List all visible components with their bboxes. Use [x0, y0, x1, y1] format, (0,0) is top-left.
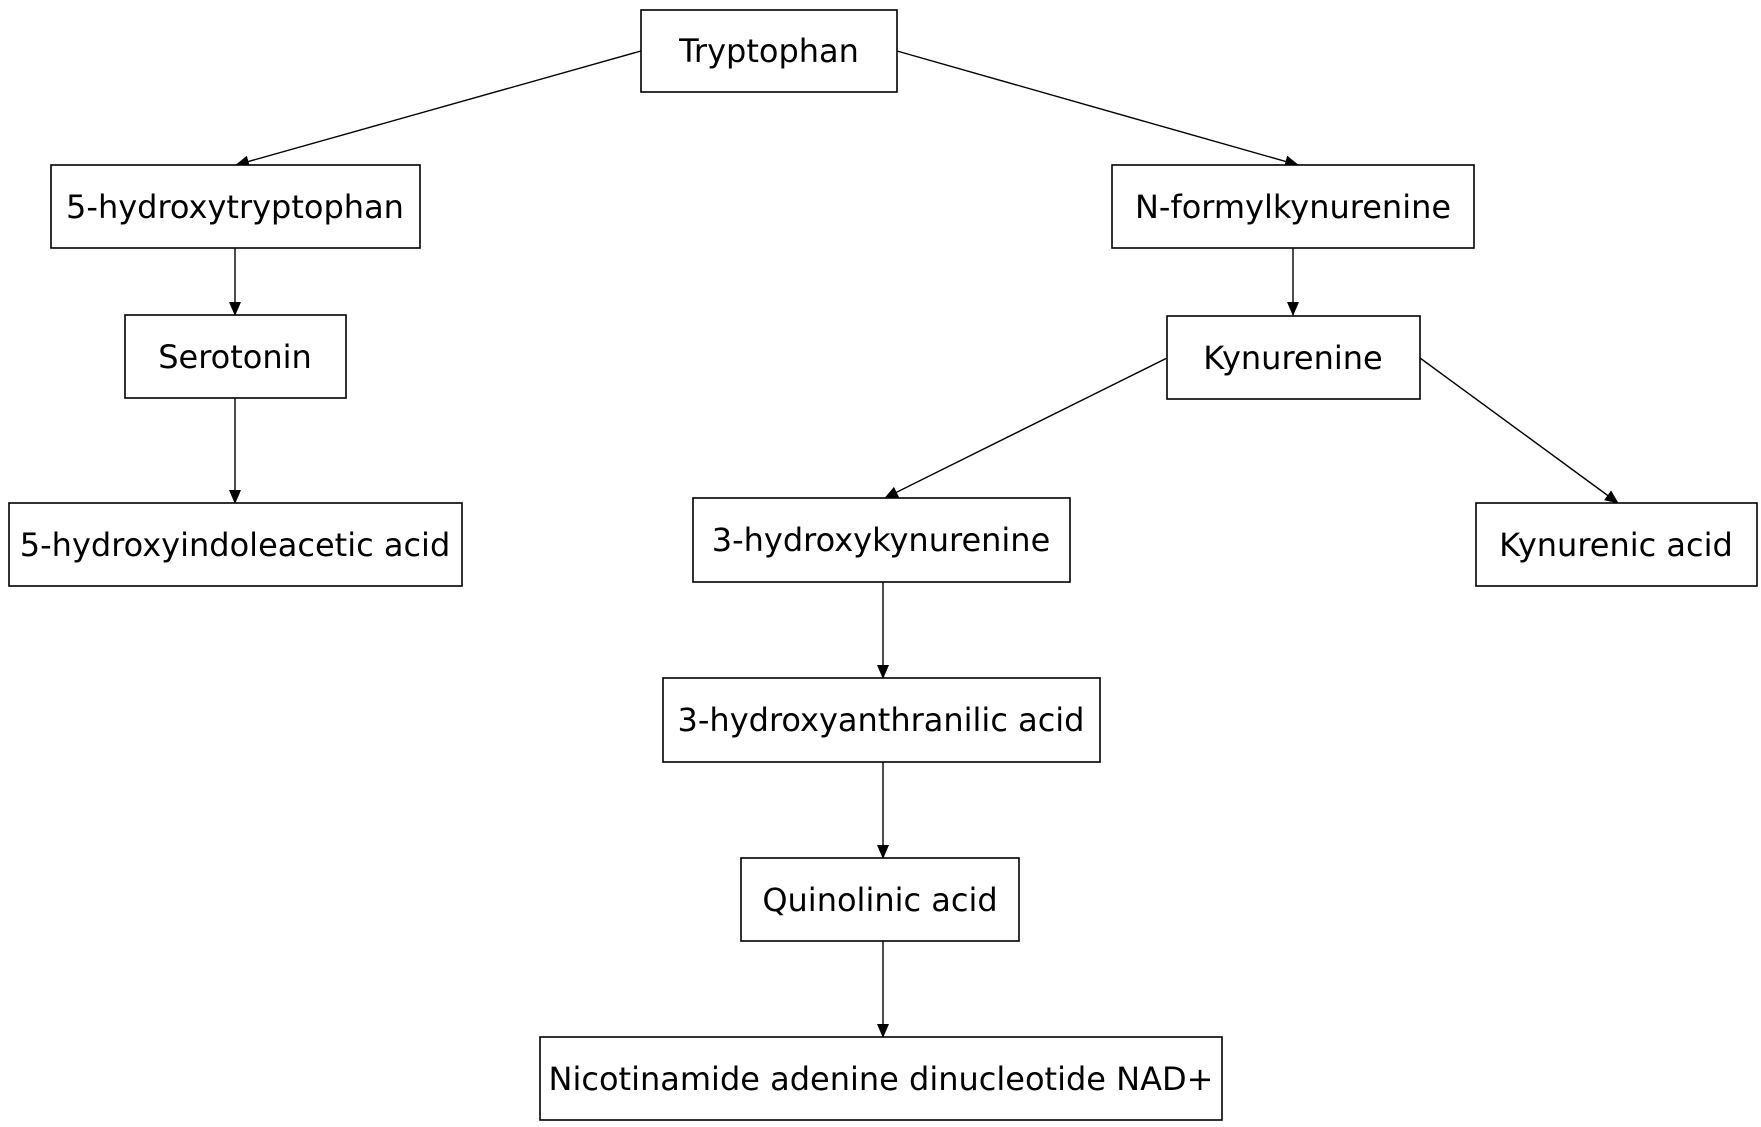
edges-group [229, 50, 1619, 1038]
node-kynurenine: Kynurenine [1166, 315, 1421, 400]
node-3-hydroxykynurenine: 3-hydroxykynurenine [692, 497, 1071, 583]
node-n-formylkynurenine-label: N-formylkynurenine [1135, 188, 1451, 226]
node-3-hydroxyanthranilic-acid-label: 3-hydroxyanthranilic acid [678, 701, 1085, 739]
node-3-hydroxykynurenine-label: 3-hydroxykynurenine [712, 521, 1051, 559]
edge-tryptophan-to-5-hydroxytryptophan [235, 50, 642, 168]
node-kynurenine-label: Kynurenine [1203, 339, 1382, 377]
node-tryptophan-label: Tryptophan [678, 32, 859, 70]
node-nad-label: Nicotinamide adenine dinucleotide NAD+ [549, 1060, 1214, 1098]
node-3-hydroxyanthranilic-acid: 3-hydroxyanthranilic acid [662, 677, 1101, 763]
node-nad: Nicotinamide adenine dinucleotide NAD+ [539, 1036, 1223, 1121]
edge-kynurenine-to-3-hydroxykynurenine [884, 357, 1168, 499]
node-5-hydroxytryptophan-label: 5-hydroxytryptophan [66, 188, 404, 226]
node-5-hydroxyindoleacetic-acid: 5-hydroxyindoleacetic acid [8, 502, 463, 587]
node-quinolinic-acid-label: Quinolinic acid [762, 881, 997, 919]
node-kynurenic-acid: Kynurenic acid [1475, 502, 1758, 587]
node-tryptophan: Tryptophan [640, 9, 898, 93]
node-5-hydroxyindoleacetic-acid-label: 5-hydroxyindoleacetic acid [20, 526, 451, 564]
node-5-hydroxytryptophan: 5-hydroxytryptophan [50, 164, 421, 249]
node-kynurenic-acid-label: Kynurenic acid [1499, 526, 1733, 564]
edge-kynurenine-to-kynurenic-acid [1419, 357, 1619, 504]
edge-tryptophan-to-n-formylkynurenine [896, 50, 1299, 168]
node-quinolinic-acid: Quinolinic acid [740, 857, 1020, 942]
node-n-formylkynurenine: N-formylkynurenine [1111, 164, 1475, 249]
node-serotonin-label: Serotonin [158, 338, 312, 376]
node-serotonin: Serotonin [124, 314, 347, 399]
